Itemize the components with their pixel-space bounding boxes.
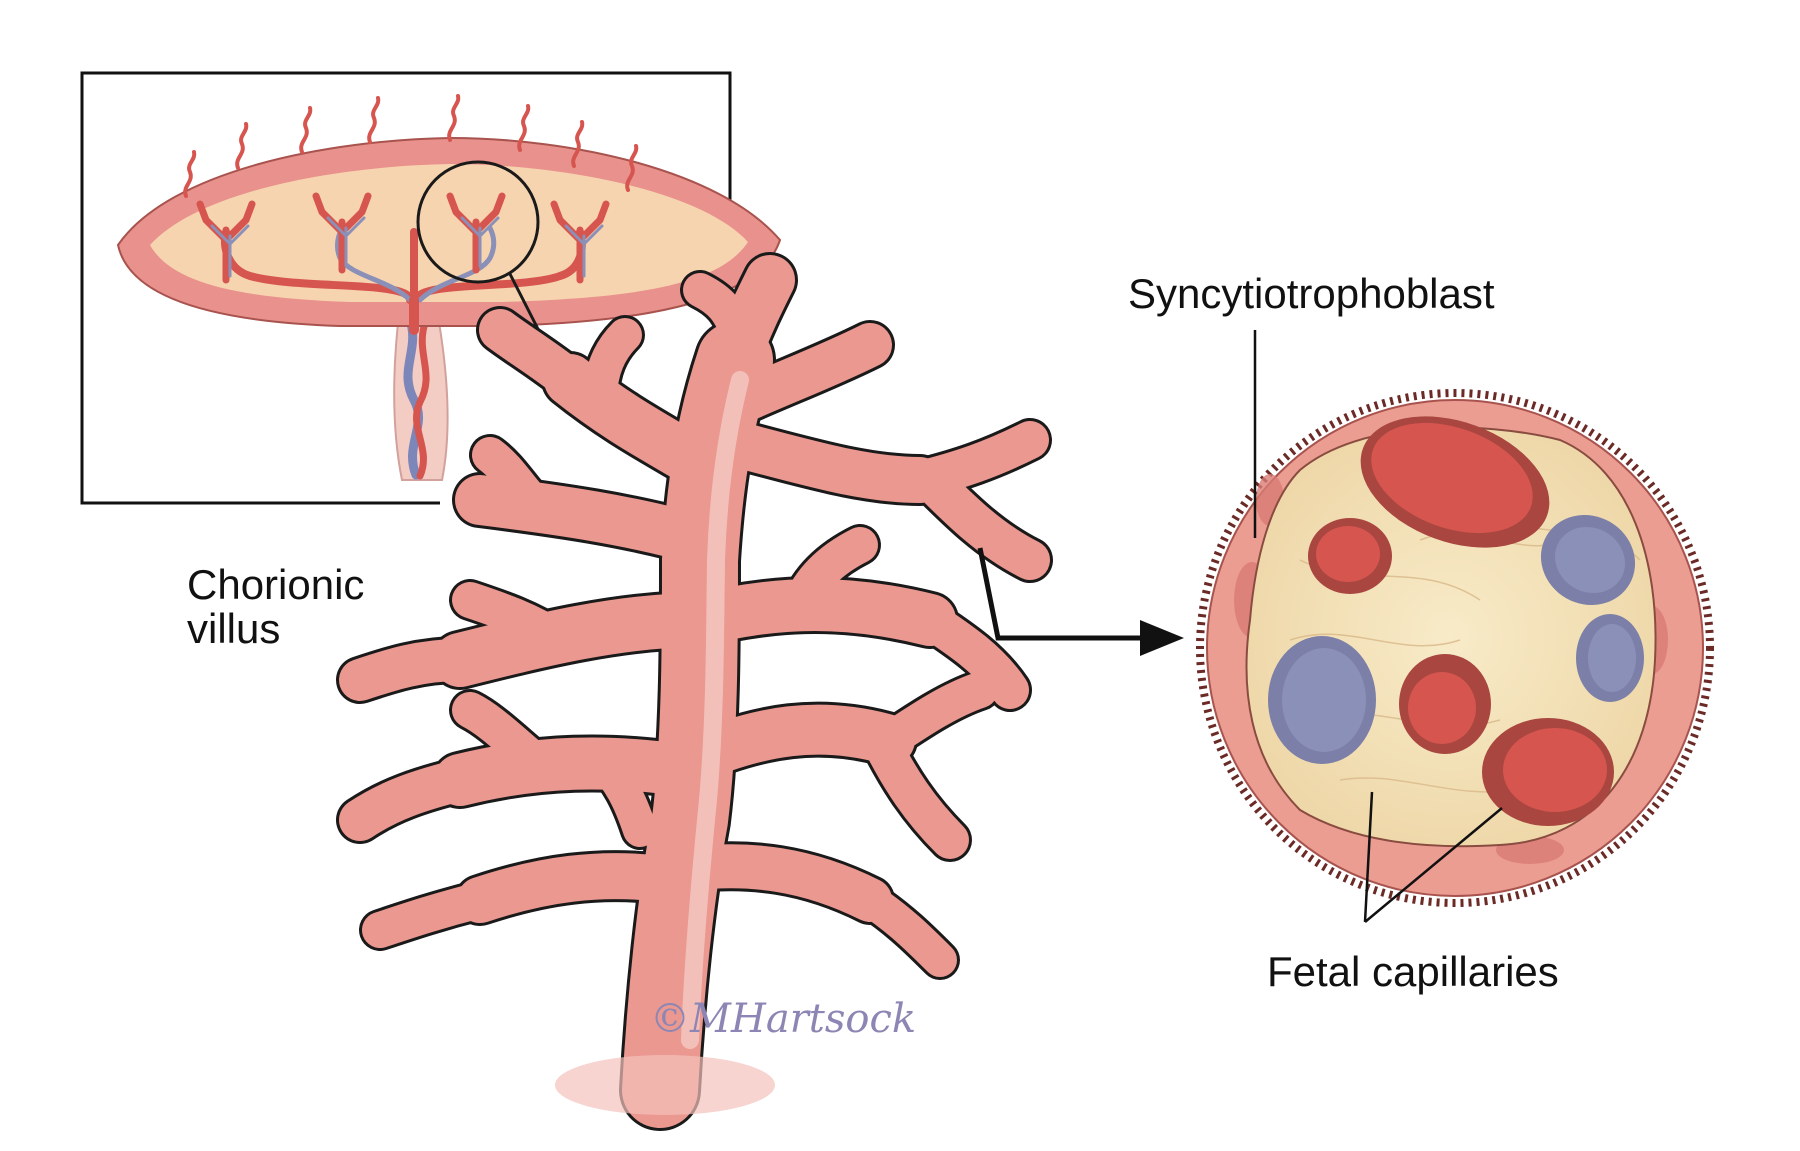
villus-fill (339, 255, 1050, 1128)
syncytiotrophoblast-label: Syncytiotrophoblast (1128, 270, 1495, 317)
artist-signature: ©MHartsock (650, 996, 916, 1042)
placenta-inner (150, 164, 748, 302)
fetal-capillary-artery-4 (1482, 718, 1614, 826)
microvilli-border (1196, 389, 1714, 907)
chorionic-villus-label-line1: Chorionic (187, 561, 365, 608)
leader-lines (1253, 330, 1503, 923)
fetal-capillary-artery-3 (1399, 654, 1491, 754)
villus-cross-section (1196, 389, 1714, 907)
placenta-inset (80, 71, 782, 505)
villus-base (555, 1055, 775, 1115)
fetal-capillary-artery-2 (1308, 518, 1392, 594)
inset-frame (80, 71, 732, 505)
fetal-capillary-vein-2 (1576, 614, 1644, 702)
inset-villous-veins (210, 216, 604, 278)
fetal-capillary-artery-1 (1360, 416, 1550, 548)
fetal-capillary-vein-3 (1268, 636, 1376, 764)
chorionic-villus-tree (336, 252, 1053, 1131)
chorionic-villus-label: Chorionic villus (187, 563, 364, 651)
umbilical-cord (393, 304, 449, 481)
fetal-capillaries-label: Fetal capillaries (1267, 948, 1559, 995)
section-arrow (977, 547, 1184, 656)
chorionic-villus-label-line2: villus (187, 605, 281, 652)
villus-highlight (681, 371, 749, 1049)
fetal-capillary-vein-1 (1540, 514, 1636, 606)
magnifier-circle (416, 160, 540, 284)
spiral-arteries (183, 94, 639, 198)
